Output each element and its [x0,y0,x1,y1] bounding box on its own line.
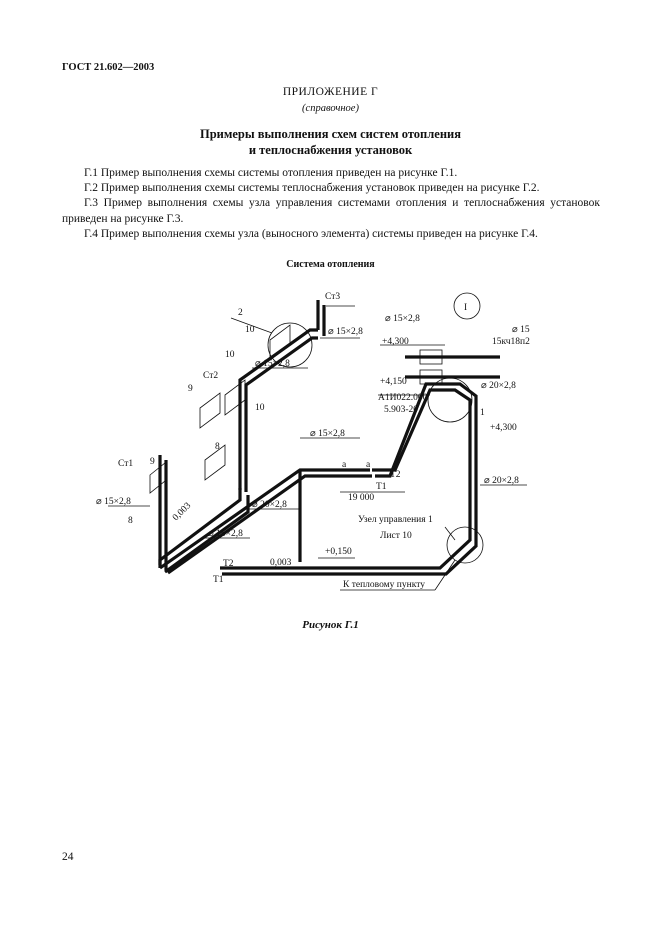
document-code: ГОСТ 21.602—2003 [62,62,155,73]
radiators [149,324,291,494]
body-text: Г.1 Пример выполнения схемы системы отоп… [62,166,600,242]
pipe-dim-label: ⌀ 20×2,8 [484,476,519,486]
page-number: 24 [62,851,74,863]
valve-label: 15кч18п2 [492,337,530,347]
sheet-ref-label: Лист 10 [380,531,412,541]
paragraph: Г.4 Пример выполнения схемы узла (выносн… [84,227,538,240]
control-node-label: Узел управления 1 [358,515,433,525]
level-mark: +4,150 [380,377,407,387]
pipe-tag-t2: T2 [223,559,234,569]
length-dim: 19 000 [348,493,374,503]
paragraph: Г.3 Пример выполнения схемы узла управле… [62,197,600,225]
paragraph: Г.1 Пример выполнения схемы системы отоп… [84,167,458,179]
paragraph: Г.2 Пример выполнения схемы системы тепл… [84,182,540,195]
appendix-subtitle: (справочное) [302,103,359,114]
level-mark: +4,300 [490,423,517,433]
callout-10: 10 [245,325,255,335]
callout-2: 2 [238,308,243,318]
callout-10: 10 [225,350,235,360]
callout-9: 9 [188,384,193,394]
pipe-dim-label: ⌀ 15×2,8 [385,314,420,324]
leader-lines [108,305,527,591]
callout-9: 9 [150,457,155,467]
riser-label-st2: Ст2 [203,371,218,381]
pipe-dim-label: ⌀ 20×2,8 [252,500,287,510]
section-heading-line-2: и теплоснабжения установок [248,143,413,157]
pipe-dim-label: ⌀ 15×2,8 [255,359,290,369]
break-mark: a [366,460,371,470]
reference-label: 5.903-20 [384,405,418,415]
pipe-tag-t1: T1 [376,482,387,492]
pipe-dim-label: ⌀ 15×2,8 [96,497,131,507]
callout-10: 10 [255,403,265,413]
callout-8: 8 [128,516,133,526]
detail-node [378,344,500,396]
callout-8: 8 [215,442,220,452]
detail-mark: I [464,303,467,313]
pipe-dim-label: ⌀ 15×2,8 [208,529,243,539]
figure-title: Система отопления [286,259,375,270]
break-mark: a [342,460,347,470]
appendix-title: ПРИЛОЖЕНИЕ Г [282,86,379,98]
riser-label-st3: Ст3 [325,292,340,302]
level-mark: +0,150 [325,547,352,557]
pipe-dim-label: ⌀ 20×2,8 [481,381,516,391]
slope-label: 0,003 [270,558,292,568]
reference-label: А1И022.000 [378,393,428,403]
to-heating-point-label: К тепловому пункту [343,580,425,590]
section-heading-line-1: Примеры выполнения схем систем отопления [199,127,461,141]
pipe-dim-label: ⌀ 15 [512,325,530,335]
figure-caption: Рисунок Г.1 [302,619,359,631]
slope-label: 0,003 [171,501,193,523]
callout-1: 1 [480,408,485,418]
pipe-tag-t1: T1 [213,575,224,585]
pipe-lines [158,300,478,576]
pipe-tag-t2: T2 [390,470,401,480]
riser-label-st1: Ст1 [118,459,133,469]
pipe-dim-label: ⌀ 15×2,8 [310,429,345,439]
section-heading: Примеры выполнения схем систем отопления… [0,126,661,158]
pipe-dim-label: ⌀ 15×2,8 [328,327,363,337]
level-mark: +4,300 [382,337,409,347]
